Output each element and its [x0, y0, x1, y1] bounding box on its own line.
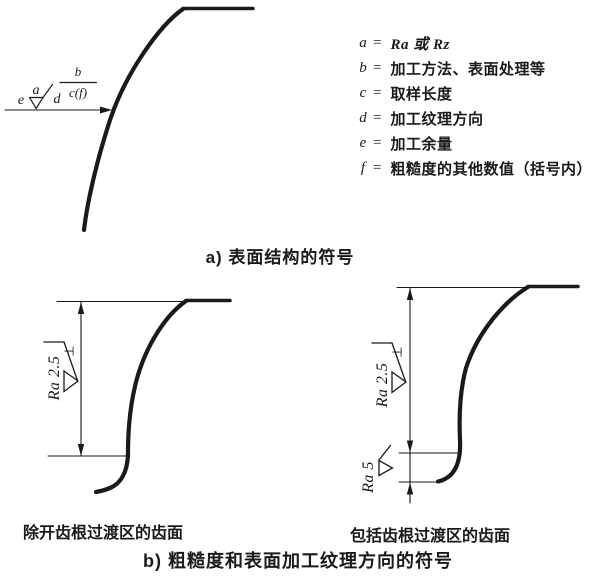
part-a-tooth-profile — [81, 6, 255, 233]
machining-triangle-icon — [63, 369, 80, 393]
legend-description: 粗糙度的其他数值（括号内） — [390, 161, 592, 178]
left-perpendicular-icon: ⊥ — [62, 345, 78, 357]
legend-variable: c — [359, 85, 367, 101]
right-tooth-profile — [435, 284, 531, 484]
legend-equals: = — [373, 35, 382, 51]
legend-description: 加工方法、表面处理等 — [390, 61, 546, 78]
symbol-leg — [378, 444, 392, 461]
left-roughness-value: Ra 2.5 — [46, 355, 63, 401]
caption-part-b: b) 粗糙度和表面加工纹理方向的符号 — [143, 551, 453, 571]
legend-variable: a — [359, 35, 367, 51]
legend-row: c = 取样长度 — [356, 81, 592, 106]
caption-part-a: a) 表面结构的符号 — [205, 248, 355, 267]
legend-row: f = 粗糙度的其他数值（括号内） — [356, 156, 592, 181]
legend-variable: b — [359, 60, 367, 76]
right-flank-roughness-symbol-linework — [371, 342, 408, 394]
legend-row: e = 加工余量 — [356, 131, 592, 156]
right-root-roughness-value: Ra 5 — [360, 461, 377, 493]
legend-row: b = 加工方法、表面处理等 — [356, 56, 592, 81]
legend-equals: = — [373, 85, 382, 101]
symbol-letter-e: e — [17, 93, 25, 108]
symbol-letter-b: b — [74, 64, 82, 79]
machining-triangle-icon — [378, 459, 394, 477]
right-root-roughness-symbol-linework — [378, 444, 394, 477]
legend-variable: e — [359, 135, 367, 151]
right-flank-roughness-value: Ra 2.5 — [374, 362, 391, 408]
part-b-left-figure — [43, 298, 232, 495]
symbol-leg — [63, 341, 79, 382]
legend-row: d = 加工纹理方向 — [356, 106, 592, 131]
legend-description: Ra 或 Rz — [390, 37, 450, 53]
legend-variable: f — [360, 160, 366, 176]
legend-equals: = — [373, 60, 382, 76]
symbol-leg — [391, 342, 407, 383]
legend-equals: = — [373, 160, 382, 176]
part-a-leader-arrow — [4, 106, 112, 114]
symbol-letters-cf: c(f) — [68, 85, 88, 100]
symbol-letter-d: d — [53, 92, 61, 107]
legend-row: a = Ra 或 Rz — [356, 31, 592, 56]
right-dimension-line — [406, 286, 414, 504]
legend-equals: = — [373, 135, 382, 151]
left-dimension-line — [77, 300, 85, 457]
right-perpendicular-icon: ⊥ — [390, 346, 406, 358]
legend: a = Ra 或 Rz b = 加工方法、表面处理等 c = 取样长度 d = … — [356, 31, 592, 181]
legend-variable: d — [359, 110, 367, 126]
legend-description: 取样长度 — [390, 86, 453, 103]
part-a-surface-symbol-linework — [28, 81, 98, 110]
left-tooth-profile — [93, 298, 189, 495]
label-right-figure: 包括齿根过渡区的齿面 — [349, 528, 510, 545]
legend-description: 加工余量 — [390, 136, 453, 153]
legend-description: 加工纹理方向 — [390, 111, 484, 128]
machining-triangle-icon — [28, 96, 45, 110]
legend-equals: = — [373, 110, 382, 126]
left-roughness-symbol-linework — [43, 341, 80, 393]
label-left-figure: 除开齿根过渡区的齿面 — [22, 525, 183, 542]
part-b-right-figure — [371, 284, 580, 504]
symbol-letter-a: a — [32, 83, 40, 98]
machining-triangle-icon — [391, 370, 408, 394]
